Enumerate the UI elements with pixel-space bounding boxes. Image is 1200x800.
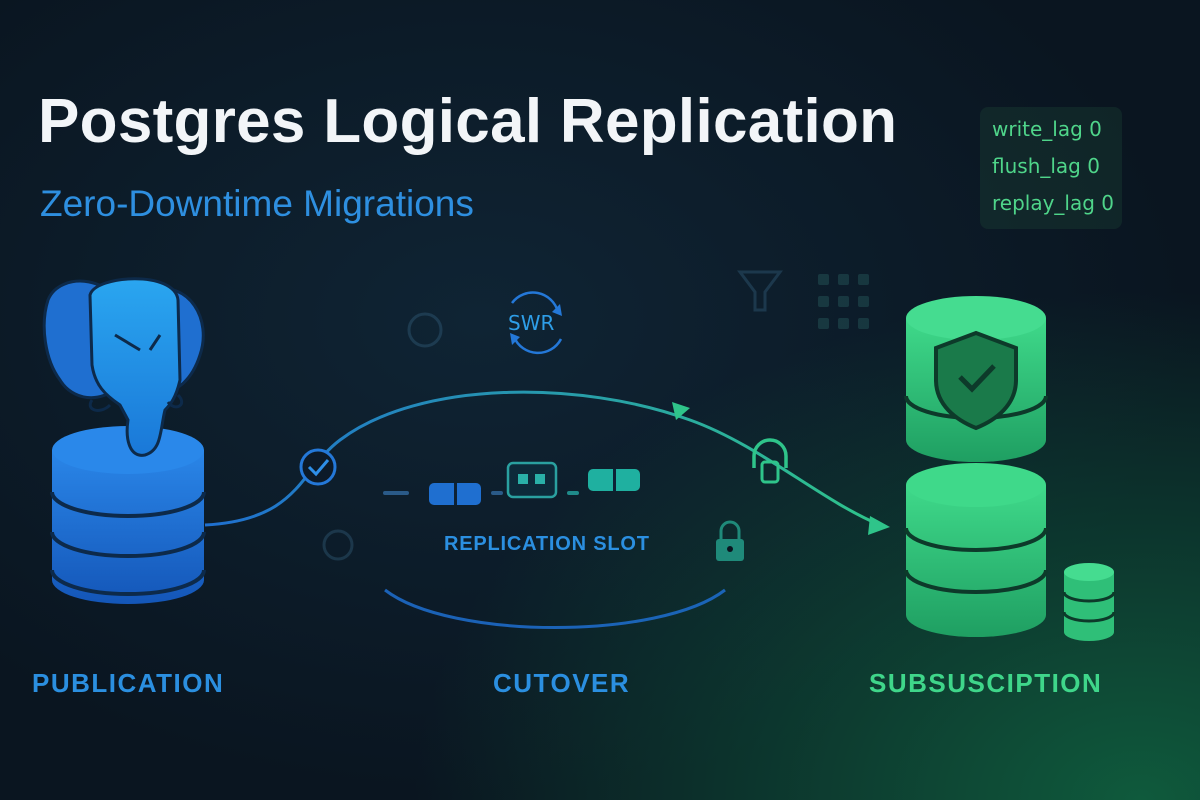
sync-badge-label: SWR (508, 311, 555, 335)
replication-flow (204, 390, 890, 629)
shield-check-icon (934, 330, 1018, 431)
flush-lag-stat: flush_lag 0 (992, 154, 1100, 178)
lock-icon (752, 438, 788, 484)
padlock-icon (716, 520, 744, 561)
lag-metrics-panel: write_lag 0 flush_lag 0 replay_lag 0 (980, 107, 1122, 229)
replay-lag-stat: replay_lag 0 (992, 191, 1115, 215)
publication-label: PUBLICATION (32, 668, 225, 698)
arrow-head-top (672, 402, 690, 420)
sync-icon (510, 291, 563, 355)
replication-slot-pipeline (383, 461, 640, 505)
replication-slot-label: REPLICATION SLOT (444, 533, 650, 555)
small-database-icon (1062, 563, 1116, 641)
source-database-icon (50, 426, 206, 604)
subscription-label: SUBSUSCIPTION (869, 668, 1103, 698)
background-decor (322, 270, 869, 561)
cutover-label: CUTOVER (493, 668, 631, 698)
postgres-elephant-icon (42, 277, 205, 457)
page-title: Postgres Logical Replication (38, 87, 898, 156)
write-lag-stat: write_lag 0 (992, 117, 1102, 141)
page-subtitle: Zero-Downtime Migrations (40, 183, 474, 224)
check-circle-icon (299, 448, 337, 486)
arrow-head-target (868, 516, 890, 535)
